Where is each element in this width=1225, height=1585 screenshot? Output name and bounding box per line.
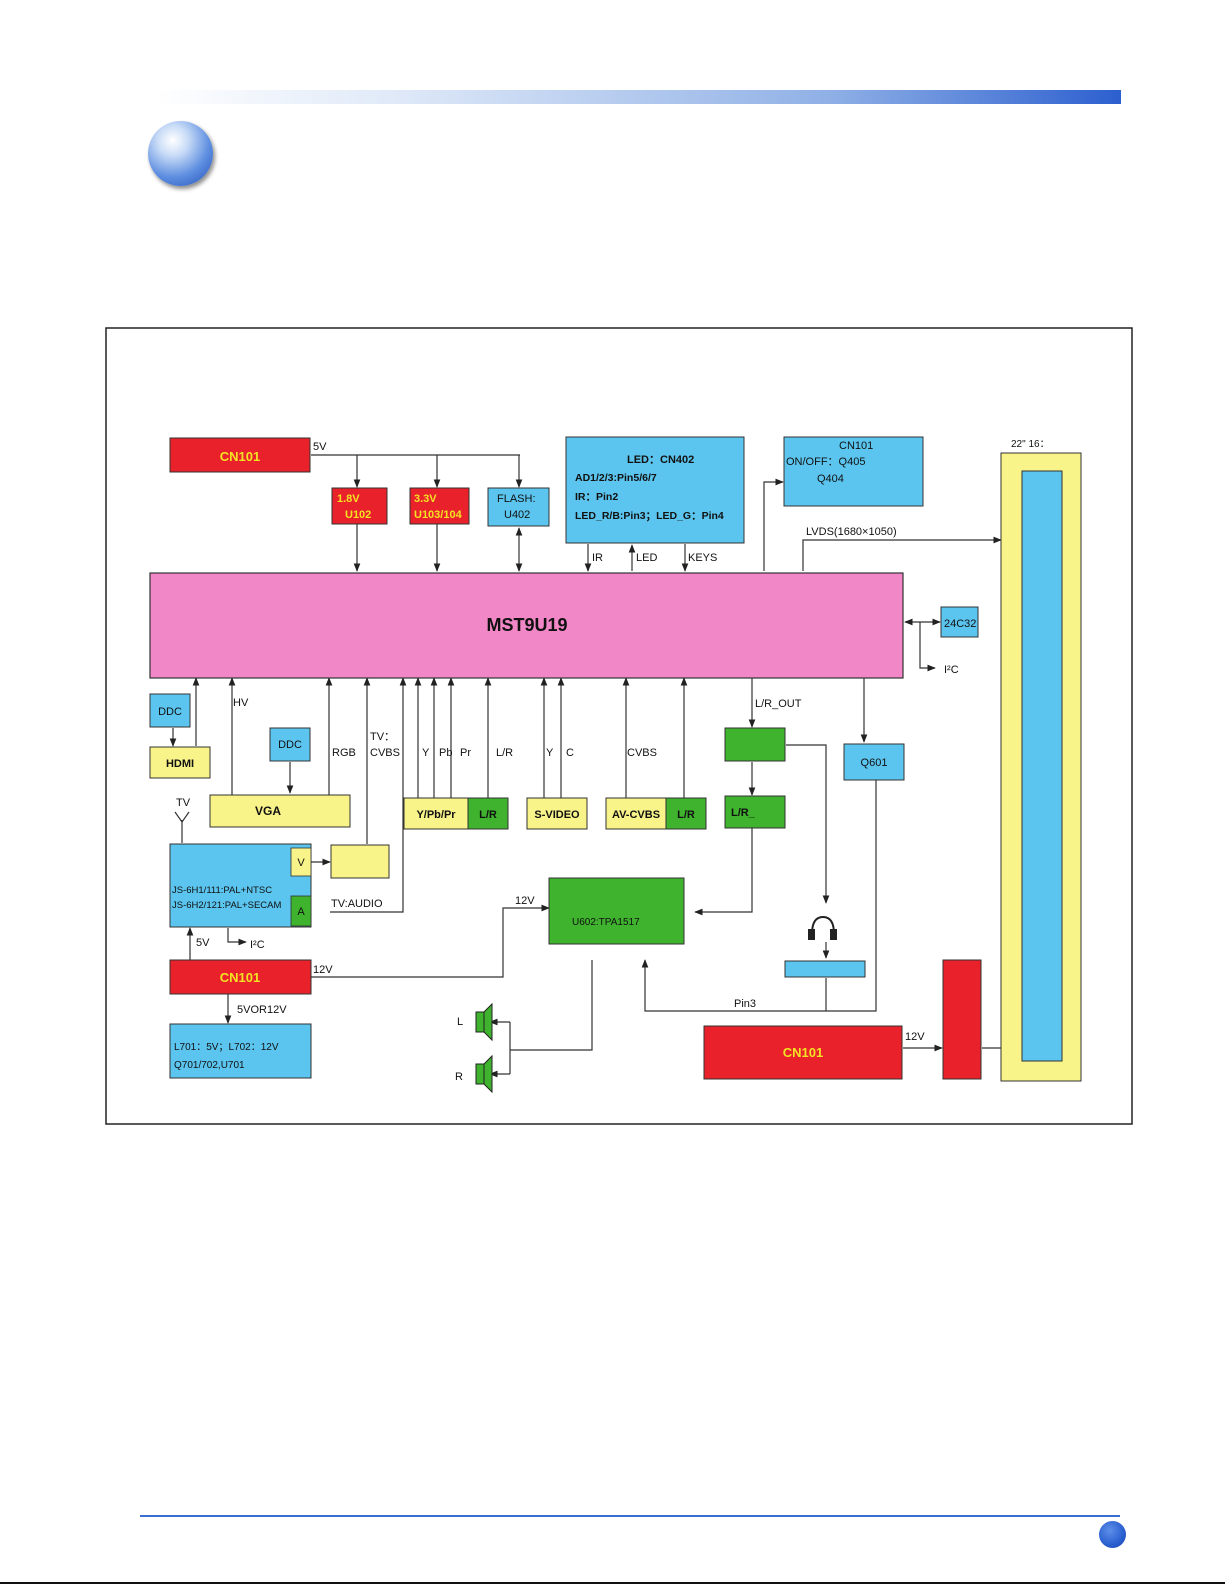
led-line-4: LED_R/B:Pin3；LED_G：Pin4 [575, 510, 724, 522]
label-ir: IR [592, 552, 603, 564]
audio-amp-block: U602:TPA1517 [548, 877, 685, 945]
power-line-1: L701：5V；L702：12V [174, 1042, 279, 1053]
label-lr-out: L/R_OUT [755, 698, 802, 710]
speaker-left-icon [475, 1002, 493, 1042]
regulator-3v3-voltage: 3.3V [414, 493, 437, 505]
vga-label: VGA [255, 804, 281, 818]
label-tv-colon: TV： [370, 731, 395, 743]
q601-label: Q601 [861, 757, 888, 769]
label-tv-audio: TV:AUDIO [331, 898, 383, 910]
label-pin3: Pin3 [734, 998, 756, 1010]
cn101-right-label: CN101 [783, 1045, 823, 1060]
headphone-jack-block [784, 960, 866, 978]
flash-part: U402 [504, 509, 530, 521]
led-line-3: IR：Pin2 [575, 491, 618, 503]
label-5v-top: 5V [313, 441, 327, 453]
label-speaker-r: R [455, 1071, 463, 1083]
cn101-top-block: CN101 [169, 437, 311, 473]
led-line-1: LED：CN402 [627, 454, 694, 466]
lcd-panel-block: 22" 16： [1000, 439, 1082, 1082]
mst9u19-scaler-block: MST9U19 [149, 572, 904, 679]
eeprom-block: 24C32 [940, 606, 979, 638]
led-line-2: AD1/2/3:Pin5/6/7 [575, 472, 657, 484]
cn101-top-label: CN101 [220, 449, 260, 464]
tuner-v-label: V [297, 857, 305, 869]
tuner-line-1: JS-6H1/111:PAL+NTSC [172, 885, 272, 896]
tuner-block: JS-6H1/111:PAL+NTSC JS-6H2/121:PAL+SECAM… [169, 843, 390, 928]
label-keys: KEYS [688, 552, 717, 564]
regulator-3v3-block: 3.3V U103/104 [409, 487, 470, 525]
flash-label: FLASH: [497, 493, 536, 505]
regulator-3v3-part: U103/104 [414, 509, 463, 521]
cn101-bottom-block: CN101 [169, 959, 312, 995]
led-connector-block: LED：CN402 AD1/2/3:Pin5/6/7 IR：Pin2 LED_R… [565, 436, 745, 544]
label-y-svideo: Y [546, 747, 554, 759]
regulator-1v8-part: U102 [345, 509, 371, 521]
label-i2c-right: I²C [944, 664, 959, 676]
headphone-icon [808, 915, 837, 940]
label-c: C [566, 747, 574, 759]
component-lr-label: L/R [479, 809, 497, 821]
regulator-1v8-block: 1.8V U102 [331, 487, 388, 525]
page-bottom-rule [0, 1582, 1225, 1584]
label-12v-cn101: 12V [313, 964, 333, 976]
label-pr: Pr [460, 747, 471, 759]
vga-input-block: DDC VGA [209, 727, 351, 828]
panel-size-label: 22" 16： [1011, 439, 1050, 450]
ypbpr-label: Y/Pb/Pr [416, 809, 456, 821]
label-5vor12v: 5VOR12V [237, 1004, 287, 1016]
cn101-onoff-block: CN101 ON/OFF：Q405 Q404 [783, 436, 924, 507]
hdmi-label: HDMI [166, 758, 194, 770]
section-bullet-orb [148, 121, 213, 186]
label-lvds: LVDS(1680×1050) [806, 526, 897, 538]
inverter-block [942, 959, 982, 1080]
av-lr-label: L/R [677, 809, 695, 821]
power-line-2: Q701/702,U701 [174, 1060, 245, 1071]
cn101-onoff-title: CN101 [839, 440, 873, 452]
footer-page-dot [1099, 1521, 1126, 1548]
hdmi-input-block: DDC HDMI [149, 693, 211, 779]
vga-ddc-label: DDC [278, 739, 302, 751]
label-12v-amp: 12V [515, 895, 535, 907]
av-input-block: AV-CVBS L/R [605, 797, 707, 830]
avcvbs-label: AV-CVBS [612, 809, 660, 821]
label-pb: Pb [439, 747, 452, 759]
label-5v-tuner: 5V [196, 937, 210, 949]
label-speaker-l: L [457, 1016, 463, 1028]
svideo-label: S-VIDEO [534, 809, 580, 821]
label-rgb: RGB [332, 747, 356, 759]
component-input-block: Y/Pb/Pr L/R [403, 797, 509, 830]
header-gradient-bar [155, 90, 1121, 104]
hdmi-ddc-label: DDC [158, 706, 182, 718]
regulator-1v8-voltage: 1.8V [337, 493, 360, 505]
label-lr-component: L/R [496, 747, 513, 759]
label-12v-right: 12V [905, 1031, 925, 1043]
power-supply-block: L701：5V；L702：12V Q701/702,U701 [169, 1023, 312, 1079]
cn101-bottom-label: CN101 [220, 970, 260, 985]
label-tv-cvbs: CVBS [370, 747, 400, 759]
svideo-input-block: S-VIDEO [526, 797, 588, 830]
q601-block: Q601 [843, 743, 905, 781]
lr-under-label: L/R_ [731, 807, 756, 819]
label-i2c-tuner: I²C [250, 939, 265, 951]
cn101-onoff-q404: Q404 [817, 473, 844, 485]
label-cvbs: CVBS [627, 747, 657, 759]
cn101-right-block: CN101 [703, 1025, 903, 1080]
label-y: Y [422, 747, 430, 759]
diagram-frame [105, 327, 1133, 1125]
eeprom-label: 24C32 [944, 618, 976, 630]
cn101-onoff-line: ON/OFF：Q405 [786, 456, 865, 468]
mst9u19-label: MST9U19 [486, 615, 567, 635]
flash-block: FLASH: U402 [487, 487, 550, 527]
tuner-line-2: JS-6H2/121:PAL+SECAM [172, 900, 281, 911]
label-led: LED [636, 552, 657, 564]
speaker-right-icon [475, 1054, 493, 1094]
audio-amp-label: U602:TPA1517 [572, 917, 640, 928]
label-tv-antenna: TV [176, 797, 191, 809]
audio-out-blocks: L/R_ [724, 727, 786, 829]
label-hv: HV [233, 697, 249, 709]
footer-rule [140, 1515, 1120, 1517]
tuner-a-label: A [297, 906, 305, 918]
